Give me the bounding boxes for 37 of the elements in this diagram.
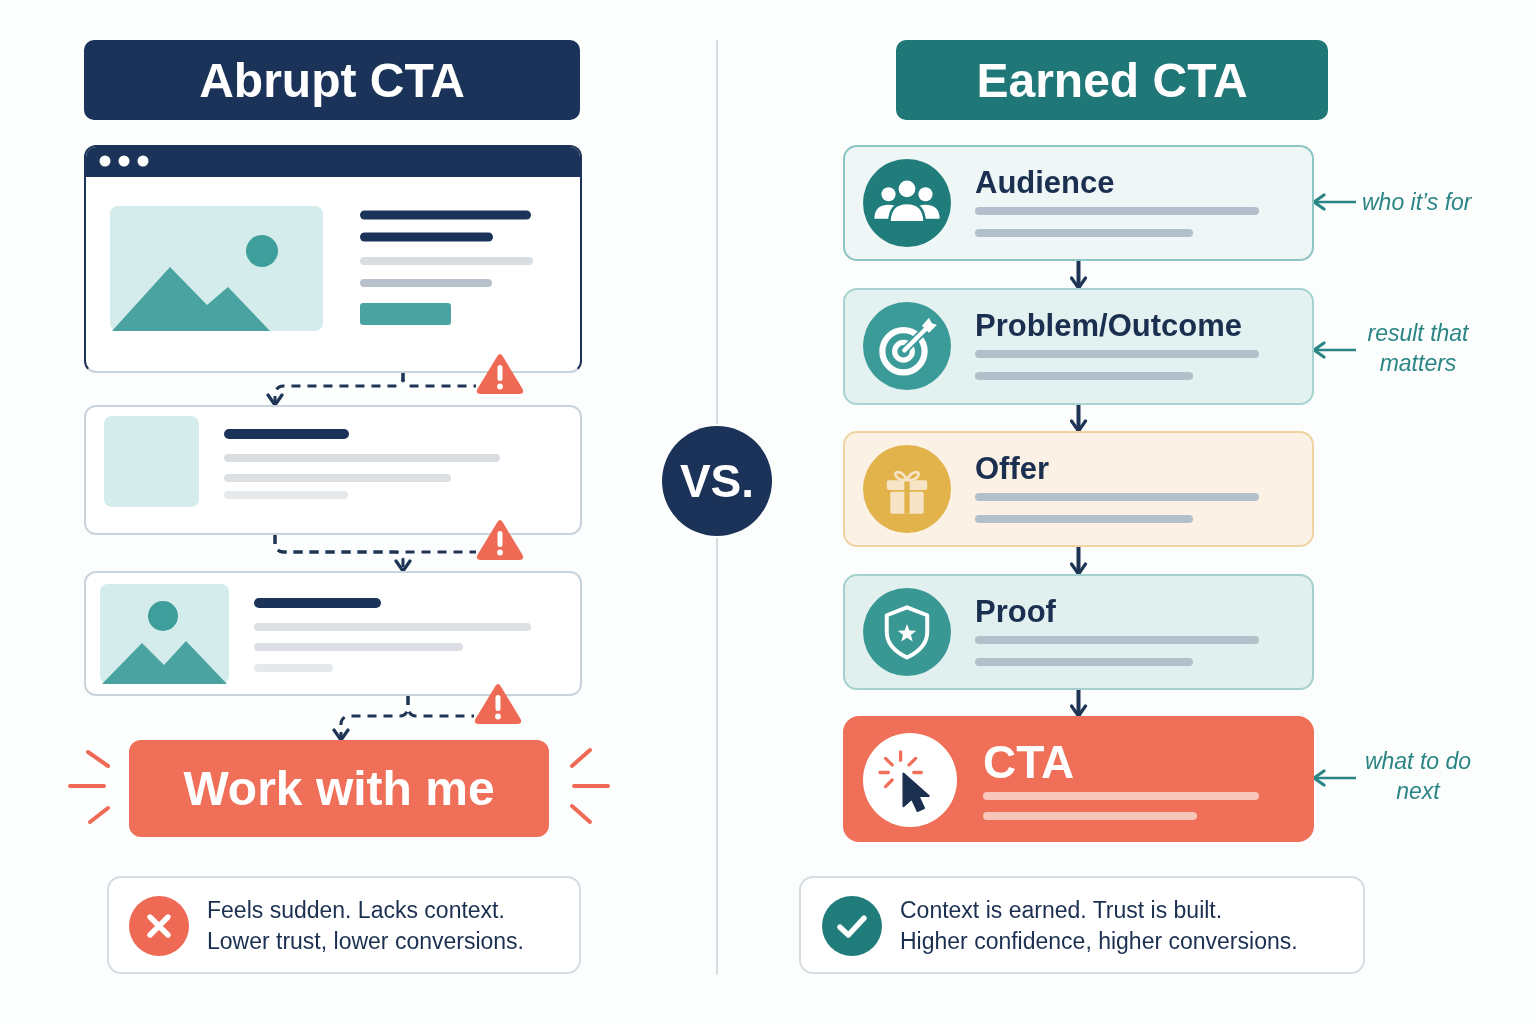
cta-card — [843, 716, 1314, 842]
arrow — [1069, 547, 1088, 576]
webpage-section-mockup — [84, 571, 582, 696]
dashed-connector-line — [401, 373, 476, 388]
summary-text: Context is earned. Trust is built. — [900, 896, 1223, 925]
step-card — [843, 288, 1314, 405]
annotation-text: what to do next — [1356, 746, 1480, 810]
step-title: Proof — [975, 594, 1056, 630]
arrow — [1312, 769, 1356, 787]
vs-badge: VS. — [662, 426, 772, 536]
annotation-text: who it’s for — [1356, 185, 1506, 219]
arrow — [1312, 193, 1356, 211]
warning-icon — [474, 682, 522, 724]
summary-card — [107, 876, 581, 974]
annotation-text: result that matters — [1356, 318, 1480, 382]
step-title: Problem/Outcome — [975, 308, 1242, 344]
arrow — [1069, 405, 1088, 433]
summary-card — [799, 876, 1365, 974]
summary-text: Lower trust, lower conversions. — [207, 927, 524, 956]
summary-text: Feels sudden. Lacks context. — [207, 896, 505, 925]
warning-icon — [476, 518, 524, 560]
heading-banner: Abrupt CTA — [84, 40, 580, 120]
step-title: Audience — [975, 165, 1115, 201]
dashed-connector-line — [406, 696, 474, 718]
arrow — [1069, 261, 1088, 290]
arrow — [1312, 341, 1356, 359]
step-title: Offer — [975, 451, 1050, 487]
summary-text: Higher confidence, higher conversions. — [900, 927, 1298, 956]
step-card — [843, 574, 1314, 690]
arrow — [1069, 690, 1088, 718]
step-card — [843, 431, 1314, 547]
dashed-connector-line — [273, 535, 476, 554]
step-title: CTA — [983, 739, 1075, 785]
step-card — [843, 145, 1314, 261]
cta-button: Work with me — [129, 740, 549, 837]
heading-banner: Earned CTA — [896, 40, 1328, 120]
webpage-section-mockup — [84, 405, 582, 535]
